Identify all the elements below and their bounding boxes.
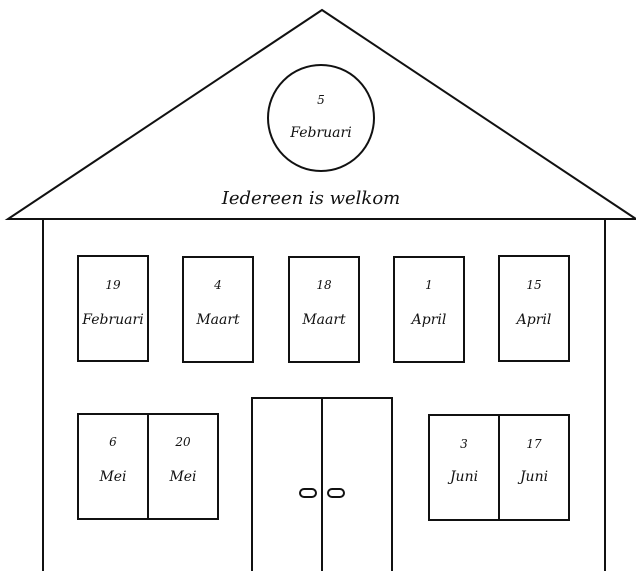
window-lower-left-a-day: 6 [109,435,117,449]
window-lower-right-a-month: Juni [447,469,478,485]
window-2-month: Maart [195,312,240,328]
window-lower-left-b-month: Mei [168,469,196,485]
window-3: 18 Maart [288,256,360,363]
window-lower-left: 6 Mei 20 Mei [77,413,219,520]
window-lower-left-a-month: Mei [98,469,126,485]
window-lower-right: 3 Juni 17 Juni [428,414,570,521]
window-3-month: Maart [301,312,346,328]
window-1-day: 19 [105,278,121,292]
window-lower-right-a-day: 3 [460,437,468,451]
roof-circle [267,64,375,172]
window-5: 15 April [498,255,570,362]
window-4: 1 April [393,256,465,363]
window-lower-left-b-day: 20 [174,435,191,449]
front-door [251,397,393,571]
roof-circle-month: Februari [289,125,351,141]
window-4-day: 1 [425,278,433,292]
window-1: 19 Februari [77,255,149,362]
door-handle-right [327,488,345,498]
window-5-day: 15 [526,278,541,292]
window-2: 4 Maart [182,256,254,363]
roof-circle-day: 5 [317,93,325,107]
window-5-month: April [515,312,552,328]
window-lower-right-b-day: 17 [526,437,542,451]
window-2-day: 4 [213,278,222,292]
roof-motto: Iedereen is welkom [221,188,401,209]
window-4-month: April [410,312,447,328]
window-1-month: Februari [81,312,143,328]
window-3-day: 18 [316,278,332,292]
door-handle-left [299,488,317,498]
window-lower-right-b-month: Juni [517,469,548,485]
